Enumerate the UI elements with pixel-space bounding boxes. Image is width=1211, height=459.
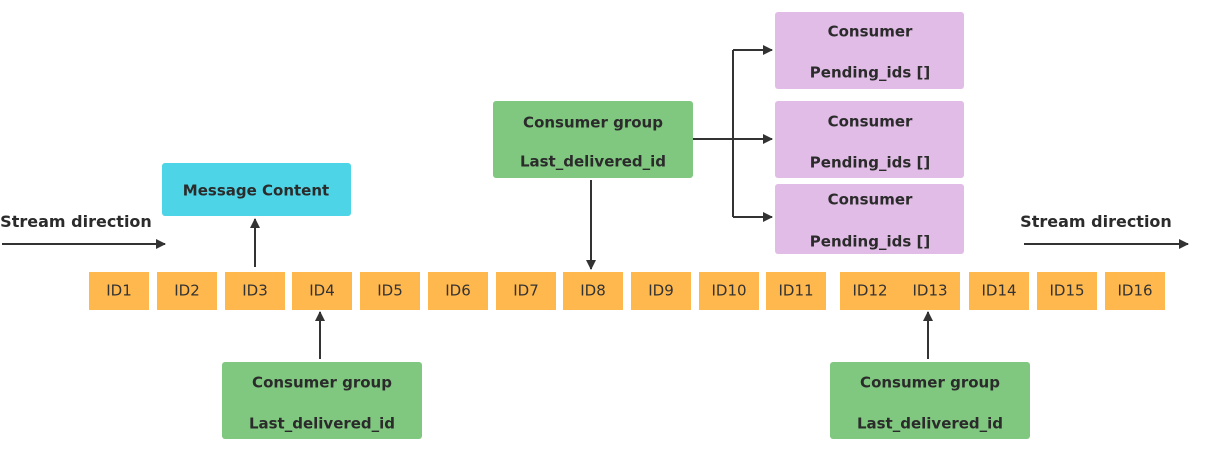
consumer-2-field: Pending_ids []: [809, 153, 931, 172]
id-cell-3: [225, 272, 285, 310]
id-label-14: ID14: [981, 281, 1017, 300]
consumer-group-left-title: Consumer group: [252, 373, 392, 392]
consumer-group-box-top: [493, 101, 693, 178]
stream-id-cells: [89, 272, 1165, 310]
consumer-box-1: [775, 12, 964, 89]
id-cell-16: [1105, 272, 1165, 310]
id-cell-5: [360, 272, 420, 310]
id-cell-8: [563, 272, 623, 310]
id-label-6: ID6: [445, 281, 471, 300]
id-label-7: ID7: [513, 281, 539, 300]
id-label-11: ID11: [778, 281, 814, 300]
message-content-label: Message Content: [182, 181, 330, 200]
id-label-1: ID1: [106, 281, 132, 300]
id-label-16: ID16: [1117, 281, 1153, 300]
id-label-13: ID13: [912, 281, 948, 300]
consumer-box-2: [775, 101, 964, 178]
id-label-8: ID8: [580, 281, 606, 300]
id-cell-9: [631, 272, 691, 310]
id-cell-14: [969, 272, 1029, 310]
consumer-group-right-title: Consumer group: [860, 373, 1000, 392]
id-cell-1: [89, 272, 149, 310]
id-cell-12: [840, 272, 900, 310]
consumer-1-title: Consumer: [827, 22, 913, 41]
consumer-group-top-title: Consumer group: [523, 113, 663, 132]
consumer-group-top-field: Last_delivered_id: [519, 152, 667, 171]
id-label-3: ID3: [242, 281, 268, 300]
id-label-4: ID4: [309, 281, 335, 300]
consumer-3-field: Pending_ids []: [809, 232, 931, 251]
id-cell-6: [428, 272, 488, 310]
id-cell-10: [699, 272, 759, 310]
stream-direction-label-right: Stream direction: [1020, 212, 1172, 231]
consumer-group-left-field: Last_delivered_id: [248, 414, 396, 433]
consumer-3-title: Consumer: [827, 190, 913, 209]
id-label-5: ID5: [377, 281, 403, 300]
id-cell-13: [900, 272, 960, 310]
consumer-group-right-field: Last_delivered_id: [856, 414, 1004, 433]
fan-out-connector: [693, 45, 773, 222]
id-cell-11: [766, 272, 826, 310]
id-label-10: ID10: [711, 281, 747, 300]
id-cell-2: [157, 272, 217, 310]
consumer-group-box-left: [222, 362, 422, 439]
consumer-2-title: Consumer: [827, 112, 913, 131]
id-label-15: ID15: [1049, 281, 1085, 300]
consumer-box-3: [775, 184, 964, 254]
id-cell-15: [1037, 272, 1097, 310]
id-label-2: ID2: [174, 281, 200, 300]
id-cell-7: [496, 272, 556, 310]
id-cell-4: [292, 272, 352, 310]
message-content-box: [162, 163, 351, 216]
id-label-12: ID12: [852, 281, 888, 300]
id-label-9: ID9: [648, 281, 674, 300]
stream-direction-label-left: Stream direction: [0, 212, 152, 231]
consumer-group-box-right: [830, 362, 1030, 439]
consumer-1-field: Pending_ids []: [809, 63, 931, 82]
